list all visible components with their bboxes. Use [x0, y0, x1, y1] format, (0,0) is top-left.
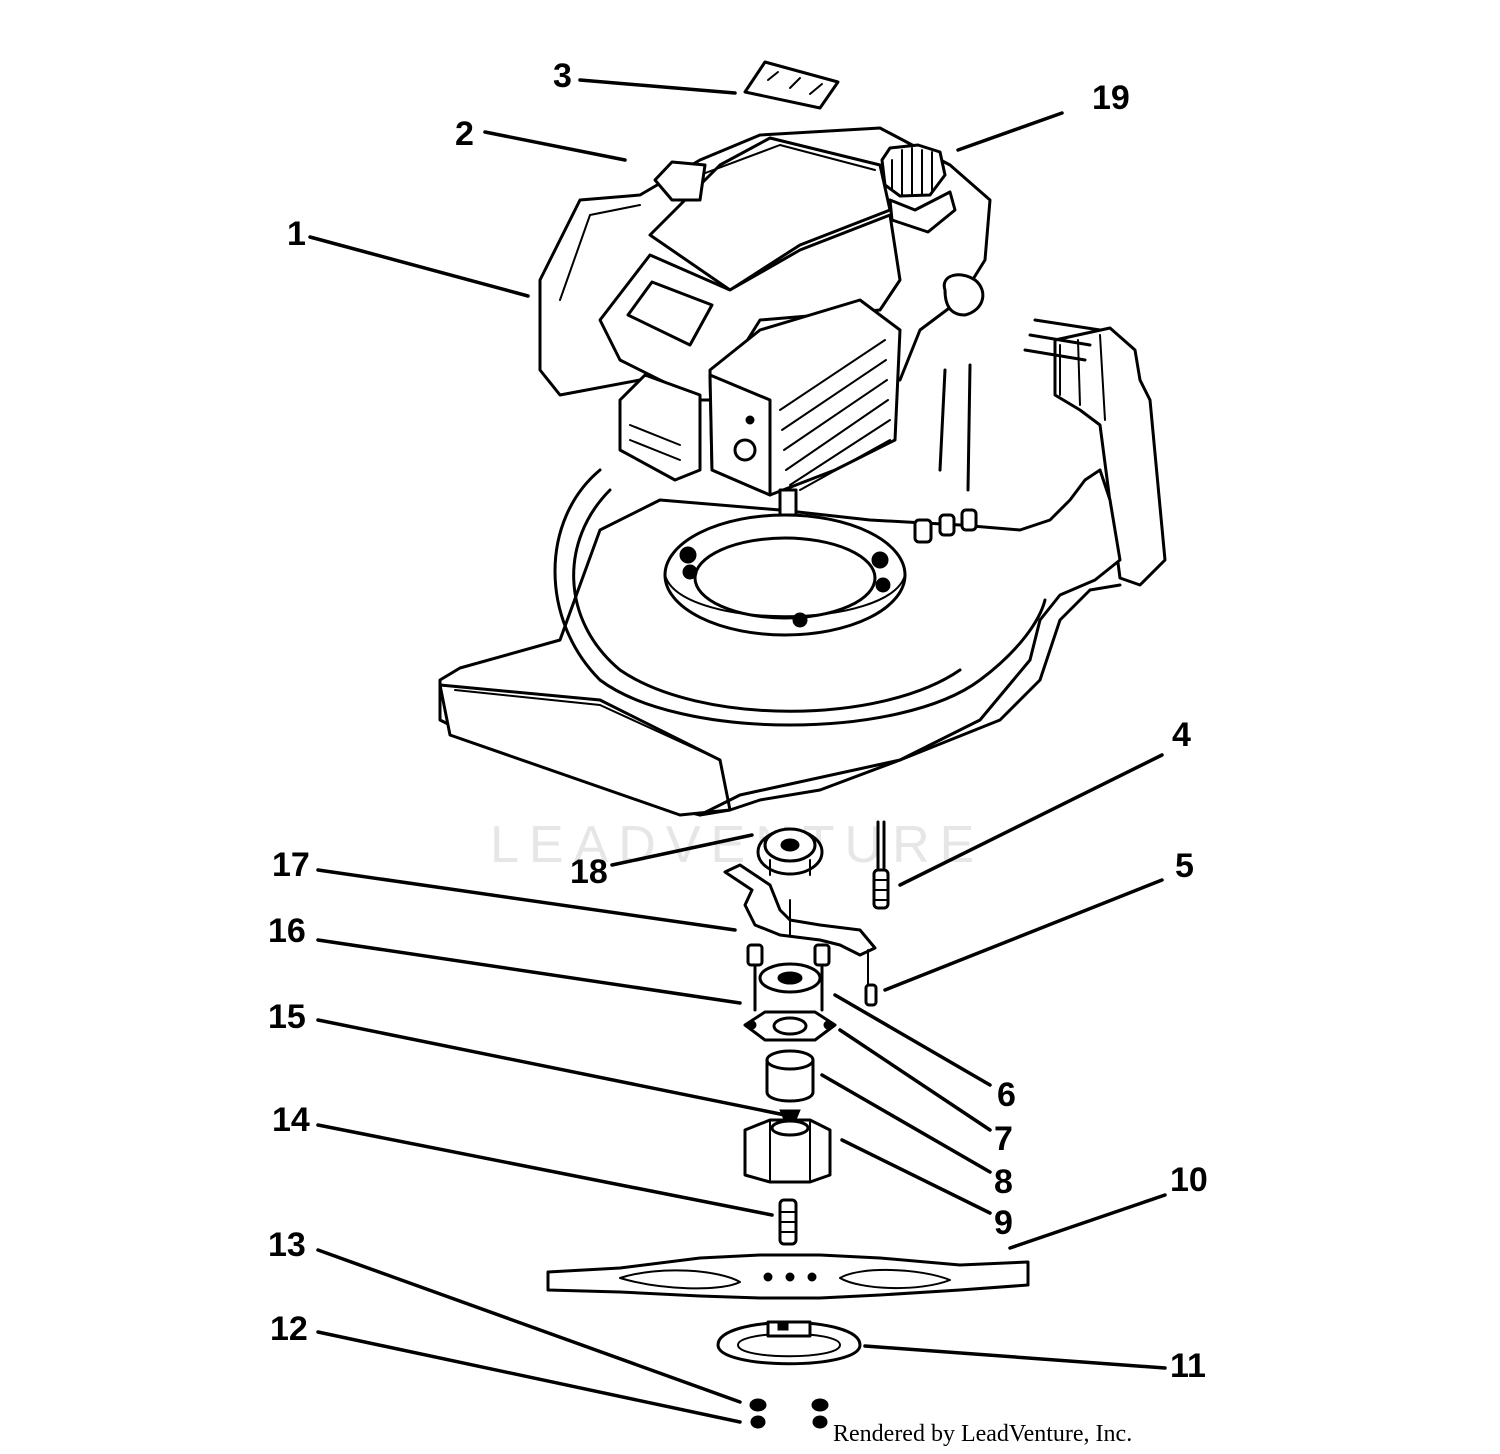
- watermark-text: LEADVENTURE: [490, 816, 984, 874]
- callout-13: 13: [268, 1226, 306, 1264]
- engine: [538, 60, 992, 517]
- callout-15: 15: [268, 998, 306, 1036]
- callout-10: 10: [1170, 1161, 1208, 1199]
- part-17-bracket: [723, 863, 877, 957]
- callout-labels: 1 2 3 4 5 6 7 8 9 10 11 12 13 14 15 16 1…: [268, 57, 1208, 1385]
- callout-17: 17: [272, 846, 310, 884]
- callout-1: 1: [287, 215, 306, 253]
- part-12-13-nuts: [749, 1398, 829, 1429]
- part-8-adapter: [765, 1049, 815, 1103]
- part-9-blade-adapter: [743, 1118, 832, 1184]
- callout-14: 14: [272, 1101, 310, 1139]
- part-4-bolt: [872, 820, 890, 910]
- render-credit: Rendered by LeadVenture, Inc.: [833, 1421, 1132, 1447]
- part-7-plate: [743, 1010, 837, 1042]
- callout-2: 2: [455, 115, 474, 153]
- callout-6: 6: [997, 1076, 1016, 1114]
- callout-12: 12: [270, 1310, 308, 1348]
- part-10-blade: [546, 1253, 1030, 1300]
- part-18-pulley: [756, 827, 824, 876]
- mower-deck: [438, 318, 1167, 817]
- leader-lines: [308, 78, 1167, 1424]
- callout-8: 8: [994, 1163, 1013, 1201]
- callout-19: 19: [1092, 79, 1130, 117]
- part-11-stiffener: [716, 1320, 862, 1366]
- fuel-cap: [880, 143, 957, 234]
- callout-18: 18: [570, 853, 608, 891]
- part-6-hub: [746, 943, 831, 1012]
- part-5-screw: [864, 949, 878, 1007]
- callout-9: 9: [994, 1204, 1013, 1242]
- callout-5: 5: [1175, 847, 1194, 885]
- part-14-bolt: [778, 1198, 798, 1246]
- callout-11: 11: [1170, 1347, 1206, 1385]
- callout-4: 4: [1172, 716, 1191, 754]
- callout-7: 7: [994, 1120, 1013, 1158]
- callout-3: 3: [553, 57, 572, 95]
- decal-plate: [743, 60, 840, 110]
- callout-16: 16: [268, 912, 306, 950]
